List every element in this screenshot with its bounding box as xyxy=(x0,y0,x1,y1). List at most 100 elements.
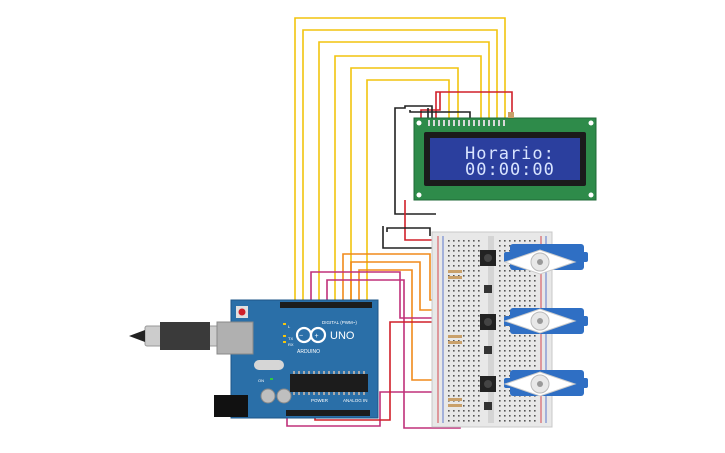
breadboard-hole xyxy=(524,415,526,417)
lcd-line-1: Horario: xyxy=(465,144,555,164)
breadboard-hole xyxy=(478,420,480,422)
breadboard-hole xyxy=(478,285,480,287)
yellow-wires xyxy=(294,17,506,306)
resistor-icon xyxy=(448,404,462,407)
breadboard-hole xyxy=(519,420,521,422)
breadboard-hole xyxy=(499,350,501,352)
breadboard-hole xyxy=(534,420,536,422)
breadboard-hole xyxy=(468,265,470,267)
breadboard-hole xyxy=(499,255,501,257)
breadboard-hole xyxy=(458,350,460,352)
breadboard-hole xyxy=(473,325,475,327)
breadboard-hole xyxy=(529,300,531,302)
pushbutton-icon xyxy=(484,285,492,293)
breadboard-hole xyxy=(514,355,516,357)
breadboard-hole xyxy=(478,295,480,297)
breadboard-hole xyxy=(453,385,455,387)
breadboard-hole xyxy=(499,300,501,302)
breadboard-hole xyxy=(453,285,455,287)
chip-legs xyxy=(293,371,365,395)
breadboard-hole xyxy=(509,420,511,422)
breadboard-hole xyxy=(509,390,511,392)
breadboard-hole xyxy=(509,350,511,352)
breadboard-hole xyxy=(468,370,470,372)
breadboard-hole xyxy=(524,360,526,362)
lcd-screen xyxy=(430,138,580,180)
atmega-chip xyxy=(290,374,368,392)
breadboard-hole xyxy=(458,260,460,262)
breadboard-hole xyxy=(473,300,475,302)
breadboard-hole xyxy=(509,300,511,302)
breadboard-hole xyxy=(478,360,480,362)
breadboard-hole xyxy=(534,410,536,412)
resistor-icon xyxy=(448,276,462,279)
power-jack xyxy=(214,395,248,417)
breadboard-hole xyxy=(534,300,536,302)
breadboard-hole xyxy=(468,270,470,272)
breadboard-hole xyxy=(473,395,475,397)
usb-plug-icon xyxy=(129,330,145,342)
breadboard-hole xyxy=(478,270,480,272)
breadboard-hole xyxy=(504,300,506,302)
breadboard-hole xyxy=(468,400,470,402)
servo-icon xyxy=(537,381,543,387)
breadboard-hole xyxy=(463,285,465,287)
breadboard-hole xyxy=(514,300,516,302)
breadboard-hole xyxy=(504,290,506,292)
chip-leg xyxy=(338,371,340,374)
pushbuttons xyxy=(480,250,496,410)
breadboard-hole xyxy=(514,305,516,307)
breadboard-hole xyxy=(448,315,450,317)
breadboard-hole xyxy=(458,355,460,357)
breadboard-hole xyxy=(499,400,501,402)
lcd-line-2: 00:00:00 xyxy=(465,160,555,180)
breadboard-hole xyxy=(453,365,455,367)
breadboard-hole xyxy=(468,390,470,392)
breadboard-hole xyxy=(519,400,521,402)
breadboard-hole xyxy=(504,250,506,252)
breadboard-hole xyxy=(529,240,531,242)
breadboard-hole xyxy=(463,355,465,357)
breadboard-hole xyxy=(463,275,465,277)
breadboard-hole xyxy=(519,335,521,337)
breadboard-hole xyxy=(519,280,521,282)
breadboard-hole xyxy=(529,350,531,352)
breadboard-hole xyxy=(473,315,475,317)
breadboard-hole xyxy=(458,395,460,397)
breadboard-hole xyxy=(453,360,455,362)
breadboard-hole xyxy=(448,275,450,277)
chip-leg xyxy=(363,371,365,374)
breadboard-hole xyxy=(534,305,536,307)
breadboard-hole xyxy=(458,390,460,392)
breadboard-hole xyxy=(463,340,465,342)
breadboard-hole xyxy=(504,420,506,422)
breadboard-hole xyxy=(463,415,465,417)
breadboard-hole xyxy=(519,415,521,417)
breadboard-hole xyxy=(478,345,480,347)
breadboard-hole xyxy=(534,280,536,282)
breadboard-hole xyxy=(473,375,475,377)
breadboard-hole xyxy=(463,245,465,247)
breadboard-hole xyxy=(499,405,501,407)
breadboard-hole xyxy=(473,405,475,407)
servo-icon xyxy=(537,259,543,265)
breadboard-hole xyxy=(448,265,450,267)
breadboard-hole xyxy=(453,260,455,262)
breadboard-hole xyxy=(509,285,511,287)
breadboard-hole xyxy=(468,240,470,242)
breadboard-hole xyxy=(448,295,450,297)
breadboard-hole xyxy=(534,340,536,342)
breadboard-hole xyxy=(514,350,516,352)
breadboard-hole xyxy=(514,335,516,337)
breadboard-hole xyxy=(478,355,480,357)
breadboard-hole xyxy=(499,315,501,317)
breadboard-hole xyxy=(473,280,475,282)
chip-leg xyxy=(343,392,345,395)
breadboard-hole xyxy=(468,415,470,417)
breadboard-hole xyxy=(478,390,480,392)
breadboard-hole xyxy=(509,340,511,342)
breadboard-hole xyxy=(509,365,511,367)
board-brand: ARDUINO xyxy=(297,349,320,355)
breadboard-hole xyxy=(448,325,450,327)
breadboard-hole xyxy=(458,315,460,317)
